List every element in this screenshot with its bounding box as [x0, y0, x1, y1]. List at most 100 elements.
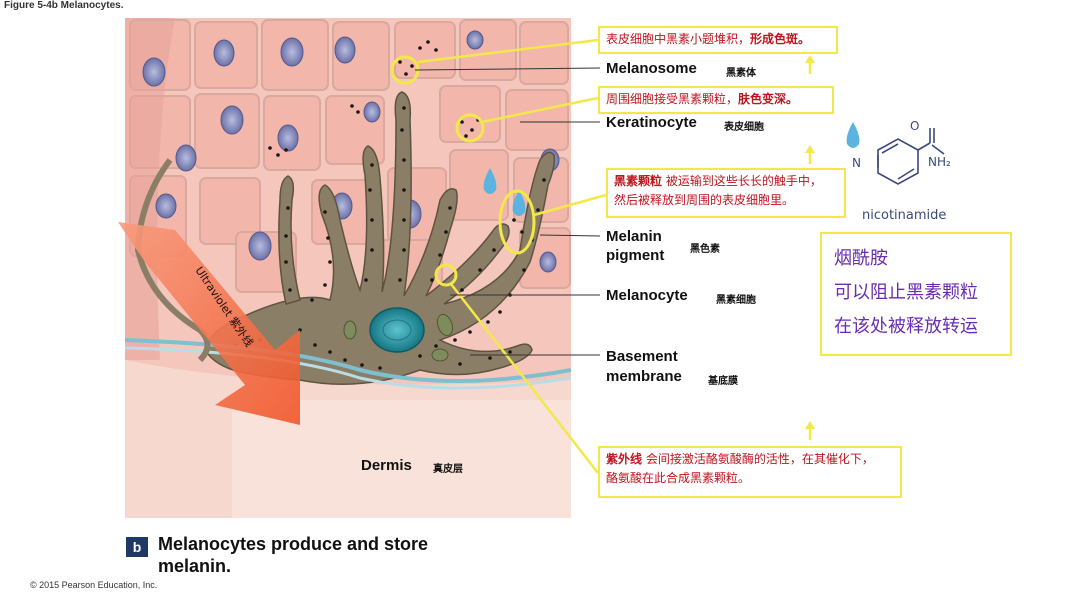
note3-line1: 被运输到这些长长的触手中， — [662, 174, 822, 188]
melanin-granule — [328, 260, 332, 264]
melanin-granule — [268, 146, 272, 150]
melanin-granule — [286, 206, 290, 210]
melanin-granule — [404, 72, 408, 76]
melanin-granule — [453, 338, 457, 342]
melanin-granule — [313, 343, 317, 347]
melanin-granule — [323, 210, 327, 214]
note-granule-transport: 黑素颗粒 被运输到这些长长的触手中， 然后被释放到周围的表皮细胞里。 — [606, 168, 846, 218]
melanin-granule — [360, 363, 364, 367]
melanin-granule — [370, 218, 374, 222]
melanin-granule — [444, 230, 448, 234]
label-dermis-cn: 真皮层 — [433, 464, 463, 475]
melanin-granule — [434, 344, 438, 348]
melanin-granule — [448, 206, 452, 210]
melanin-granule — [368, 188, 372, 192]
nicotinamide-label: nicotinamide — [862, 208, 947, 223]
figure-title: Figure 5-4b Melanocytes. — [4, 0, 124, 11]
melanin-granule — [536, 208, 540, 212]
melanin-granule — [464, 134, 468, 138]
copyright: © 2015 Pearson Education, Inc. — [30, 580, 158, 590]
ultraviolet-arrow — [118, 222, 300, 425]
melanin-granule — [356, 110, 360, 114]
melanin-granule — [326, 236, 330, 240]
melanin-granules — [233, 40, 546, 370]
melanin-granule — [426, 40, 430, 44]
melanin-granule — [512, 218, 516, 222]
melanin-granule — [364, 278, 368, 282]
nicotinamide-line-2: 可以阻止黑素颗粒 — [834, 282, 978, 303]
melanin-granule — [522, 268, 526, 272]
basement-membrane — [124, 338, 572, 383]
melanin-granule — [542, 178, 546, 182]
label-keratinocyte-cn: 表皮细胞 — [724, 122, 764, 133]
melanin-granule — [468, 330, 472, 334]
melanin-granule — [276, 153, 280, 157]
organelles — [343, 313, 454, 362]
melanin-granule — [402, 248, 406, 252]
melanin-granule — [410, 64, 414, 68]
caption-badge: b — [126, 537, 148, 557]
label-melanin-pigment-cn: 黑色素 — [690, 244, 720, 255]
label-pigment: pigment — [606, 247, 665, 264]
melanin-granule — [323, 283, 327, 287]
melanin-granule — [498, 310, 502, 314]
nicotinamide-line-1: 烟酰胺 — [834, 248, 888, 269]
melanin-granule — [402, 158, 406, 162]
melanin-granule — [350, 104, 354, 108]
melanin-granule — [470, 128, 474, 132]
melanin-granule — [430, 278, 434, 282]
label-keratinocyte: Keratinocyte — [606, 114, 697, 131]
melanin-granule — [284, 148, 288, 152]
melanin-granule — [288, 288, 292, 292]
melanin-granule — [398, 60, 402, 64]
label-dermis: Dermis — [361, 457, 412, 474]
melanin-granule — [398, 278, 402, 282]
label-melanocyte: Melanocyte — [606, 287, 688, 304]
note1-bold: 形成色斑。 — [750, 32, 811, 46]
note1-text: 表皮细胞中黑素小题堆积， — [606, 32, 751, 46]
melanin-granule — [400, 128, 404, 132]
nicotinamide-structure — [877, 128, 945, 185]
melanin-granule — [460, 120, 464, 124]
melanin-granule — [418, 46, 422, 50]
note4-line1: 会间接激活酪氨酸酶的活性，在其催化下， — [642, 452, 874, 466]
melanin-granule — [434, 48, 438, 52]
nicotinamide-atom-n: N — [852, 156, 861, 170]
melanin-granule — [492, 248, 496, 252]
note4-bold: 紫外线 — [606, 452, 643, 466]
note3-bold: 黑素颗粒 — [614, 174, 663, 188]
melanin-granule — [460, 288, 464, 292]
label-melanosome: Melanosome — [606, 60, 697, 77]
melanocyte-cell — [204, 91, 556, 385]
note-pigment-spots: 表皮细胞中黑素小题堆积，形成色斑。 — [598, 26, 838, 54]
figure-caption: Melanocytes produce and store melanin. — [158, 534, 429, 576]
label-melanin: Melanin — [606, 228, 662, 245]
melanin-granule — [370, 248, 374, 252]
label-basement: Basement — [606, 348, 678, 365]
nicotinamide-info-box: 烟酰胺 可以阻止黑素颗粒 在该处被释放转运 — [820, 232, 1012, 356]
label-membrane: membrane — [606, 368, 682, 385]
melanin-granule — [488, 356, 492, 360]
melanin-granule — [402, 188, 406, 192]
melanin-granule — [328, 350, 332, 354]
melanin-granule — [402, 106, 406, 110]
label-basement-membrane-cn: 基底膜 — [708, 376, 738, 387]
melanin-granule — [438, 253, 442, 257]
melanin-granule — [508, 350, 512, 354]
melanin-granule — [343, 358, 347, 362]
melanin-granule — [370, 163, 374, 167]
note4-line2: 酪氨酸在此合成黑素颗粒。 — [606, 471, 751, 485]
melanin-granule — [284, 260, 288, 264]
melanin-granule — [310, 298, 314, 302]
water-drop-icon — [483, 168, 526, 216]
water-drop-icon — [846, 122, 860, 148]
note2-text: 周围细胞接受黑素颗粒， — [606, 92, 739, 106]
melanin-granule — [486, 320, 490, 324]
label-melanosome-cn: 黑素体 — [726, 68, 756, 79]
connector-lines — [417, 38, 812, 474]
nicotinamide-atom-o: O — [910, 119, 919, 133]
melanin-granule — [402, 218, 406, 222]
melanin-granule — [458, 362, 462, 366]
melanin-granule — [378, 366, 382, 370]
melanin-granule — [284, 234, 288, 238]
